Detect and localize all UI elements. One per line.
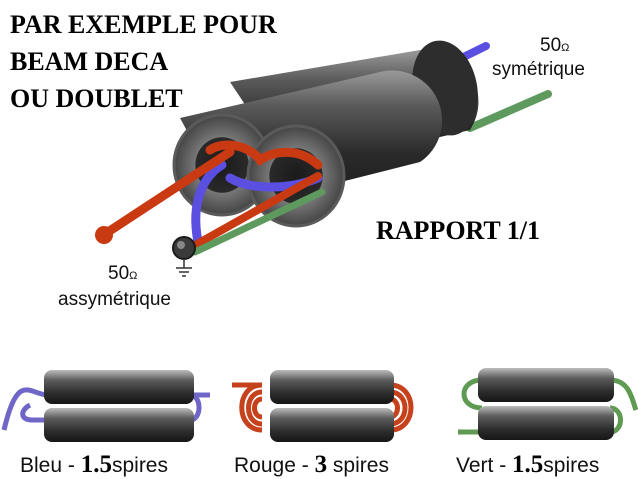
balanced-label: symétrique [492, 59, 585, 80]
winding-green-illustration [458, 368, 638, 440]
green-wire-to-ground [191, 188, 326, 256]
legend-red: Rouge - 3 spires [234, 452, 389, 477]
ground-terminal [172, 236, 196, 260]
legend-turns: 3 [314, 451, 328, 478]
blue-wire-lead [191, 160, 227, 247]
unbalanced-impedance: 50Ω [108, 264, 137, 283]
red-wire-lead [103, 147, 235, 237]
balanced-impedance: 50Ω [540, 36, 569, 55]
ohm-symbol: Ω [129, 270, 138, 282]
legend-separator: - [301, 454, 309, 477]
unbalanced-label: assymétrique [58, 289, 171, 310]
legend-separator: - [67, 454, 75, 477]
legend-color-name: Rouge [234, 454, 296, 477]
ground-symbol [176, 259, 192, 277]
legend-turns: 1.5 [80, 451, 112, 478]
legend-turns: 1.5 [512, 451, 544, 478]
red-terminal-dot [95, 226, 113, 244]
legend-blue: Bleu - 1.5spires [20, 452, 168, 477]
red-wire-loop [205, 140, 323, 170]
legend-color-name: Bleu [20, 454, 63, 477]
legend-color-name: Vert [456, 454, 494, 477]
winding-blue-illustration [1, 370, 210, 442]
legend-separator: - [499, 454, 507, 477]
legend-unit: spires [543, 454, 600, 477]
ohm-symbol: Ω [561, 42, 570, 54]
title-line-1: PAR EXEMPLE POUR [10, 10, 277, 39]
ratio-label: RAPPORT 1/1 [376, 216, 540, 245]
title-line-3: OU DOUBLET [10, 84, 183, 113]
title-line-2: BEAM DECA [10, 47, 169, 76]
red-wire-to-ground [186, 172, 322, 252]
winding-red-illustration [232, 370, 414, 442]
green-wire-balanced-lead [466, 90, 552, 132]
legend-unit: spires [332, 454, 389, 477]
legend-green: Vert - 1.5spires [456, 452, 599, 477]
legend-unit: spires [111, 454, 168, 477]
balanced-impedance-value: 50 [540, 35, 562, 56]
unbalanced-impedance-value: 50 [108, 263, 130, 284]
